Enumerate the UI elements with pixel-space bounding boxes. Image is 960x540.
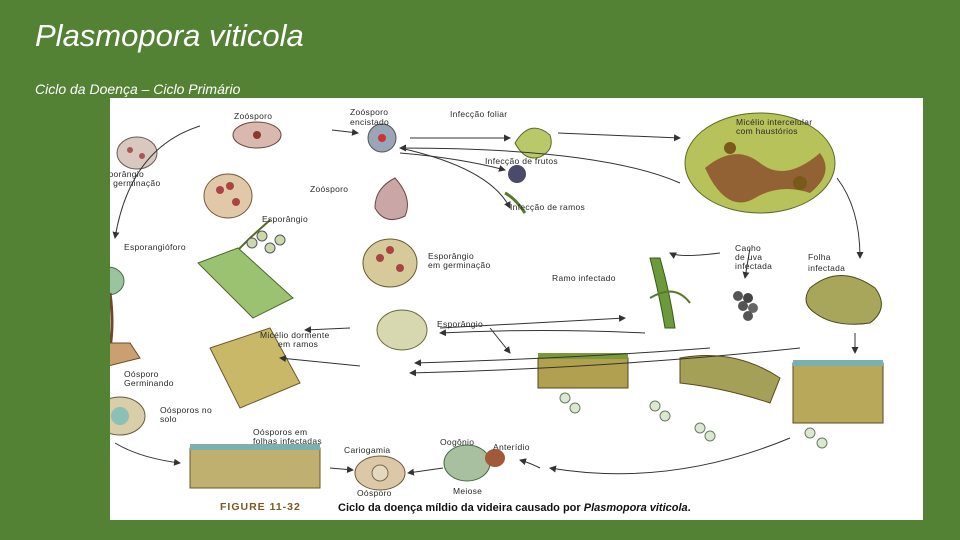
- label-micelio-1: Micélio intercelular: [736, 117, 812, 127]
- label-infeccao-frutos: Infecção de frutos: [485, 156, 558, 166]
- label-zoosporo-encistado-1: Zoósporo: [350, 107, 388, 117]
- caption-text: Ciclo da doença míldio da videira causad…: [338, 502, 691, 514]
- label-esporangio-2: Esporângio: [437, 319, 483, 329]
- label-meiose: Meiose: [453, 486, 482, 496]
- label-cacho-1: Cacho: [735, 243, 761, 253]
- label-esporangio-germ-r2: em germinação: [428, 260, 490, 270]
- slide-subtitle: Ciclo da Doença – Ciclo Primário: [35, 81, 241, 97]
- label-oogonio: Oogônio: [440, 437, 474, 447]
- label-oosporos-solo-1: Oósporos no: [160, 405, 212, 415]
- slide-title: Plasmopora viticola: [35, 18, 304, 53]
- label-zoosporo-2: Zoósporo: [310, 184, 348, 194]
- oogonium-antheridium: [443, 444, 505, 482]
- infected-grape-cluster: [733, 291, 758, 321]
- label-oosporos-folhas-2: folhas infectadas: [253, 436, 322, 446]
- label-oosporo: Oósporo: [357, 488, 392, 498]
- label-oospero-germinando-2: Germinando: [124, 378, 174, 388]
- caption-figure-label: FIGURE 11-32: [220, 501, 301, 513]
- zoospore-release-cell: [374, 177, 408, 221]
- disease-cycle-diagram: Zoósporo Zoósporo encistado Infecção fol…: [110, 107, 884, 514]
- tissue-section-1: [537, 353, 629, 389]
- label-micelio-2: com haustórios: [736, 126, 798, 136]
- cycle-arrows: [112, 125, 864, 476]
- disease-cycle-figure: Zoósporo Zoósporo encistado Infecção fol…: [110, 98, 923, 520]
- label-ramo-infectado: Ramo infectado: [552, 273, 616, 283]
- label-oosporos-folhas-1: Oósporos em: [253, 427, 307, 437]
- infected-leaf-large: [805, 275, 882, 325]
- label-esporangioforo: Esporangióforo: [124, 242, 186, 252]
- label-folha-2: infectada: [808, 263, 845, 273]
- label-esporangio-1: Esporângio: [262, 214, 308, 224]
- label-cariogamia: Cariogamia: [344, 445, 390, 455]
- germinating-sporangium-right: [362, 238, 418, 288]
- label-esporangio-germinacao-2: em germinação: [110, 178, 160, 188]
- infected-leaf-small: [514, 127, 552, 159]
- label-folha-1: Folha: [808, 252, 831, 262]
- label-oosporos-solo-2: solo: [160, 414, 177, 424]
- label-zoosporo-encistado-2: encistado: [350, 117, 389, 127]
- germinating-sporangium-cell: [116, 136, 158, 170]
- label-esporangio-germ-r1: Esporângio: [428, 251, 474, 261]
- karyogamy-oospore: [354, 455, 406, 491]
- label-cacho-3: infectada: [735, 261, 772, 271]
- label-zoosporo: Zoósporo: [234, 111, 272, 121]
- label-infeccao-foliar: Infecção foliar: [450, 109, 507, 119]
- sporangium-lower: [376, 309, 428, 351]
- infected-shoot: [649, 257, 691, 329]
- encysted-zoospore-cell: [367, 123, 397, 153]
- mycelium-leaf-section: [684, 112, 836, 214]
- label-oospero-germinando-1: Oósporo: [124, 369, 159, 379]
- label-cacho-2: de uva: [735, 252, 762, 262]
- tissue-section-3: [792, 360, 884, 424]
- oospore-in-soil: [110, 396, 146, 436]
- oospores-leaf-tissue: [189, 444, 321, 489]
- sporangium-cell: [203, 173, 253, 219]
- oospore-germinating: [110, 266, 141, 367]
- dormant-mycelium-stem: [209, 327, 301, 409]
- label-anteridio: Anterídio: [493, 442, 530, 452]
- tissue-section-2: [679, 355, 781, 404]
- label-esporangio-germinacao-1: Esporângio: [110, 169, 144, 179]
- leaf-tissue-strip: [197, 247, 294, 319]
- fruit-infection-berry: [504, 165, 527, 214]
- label-micelio-dormente-2: em ramos: [278, 339, 318, 349]
- label-infeccao-ramos: Infecção de ramos: [510, 202, 585, 212]
- zoospore-cell: [232, 121, 282, 149]
- grape-clusters-bottom: [559, 392, 828, 449]
- label-micelio-dormente-1: Micélio dormente: [260, 330, 330, 340]
